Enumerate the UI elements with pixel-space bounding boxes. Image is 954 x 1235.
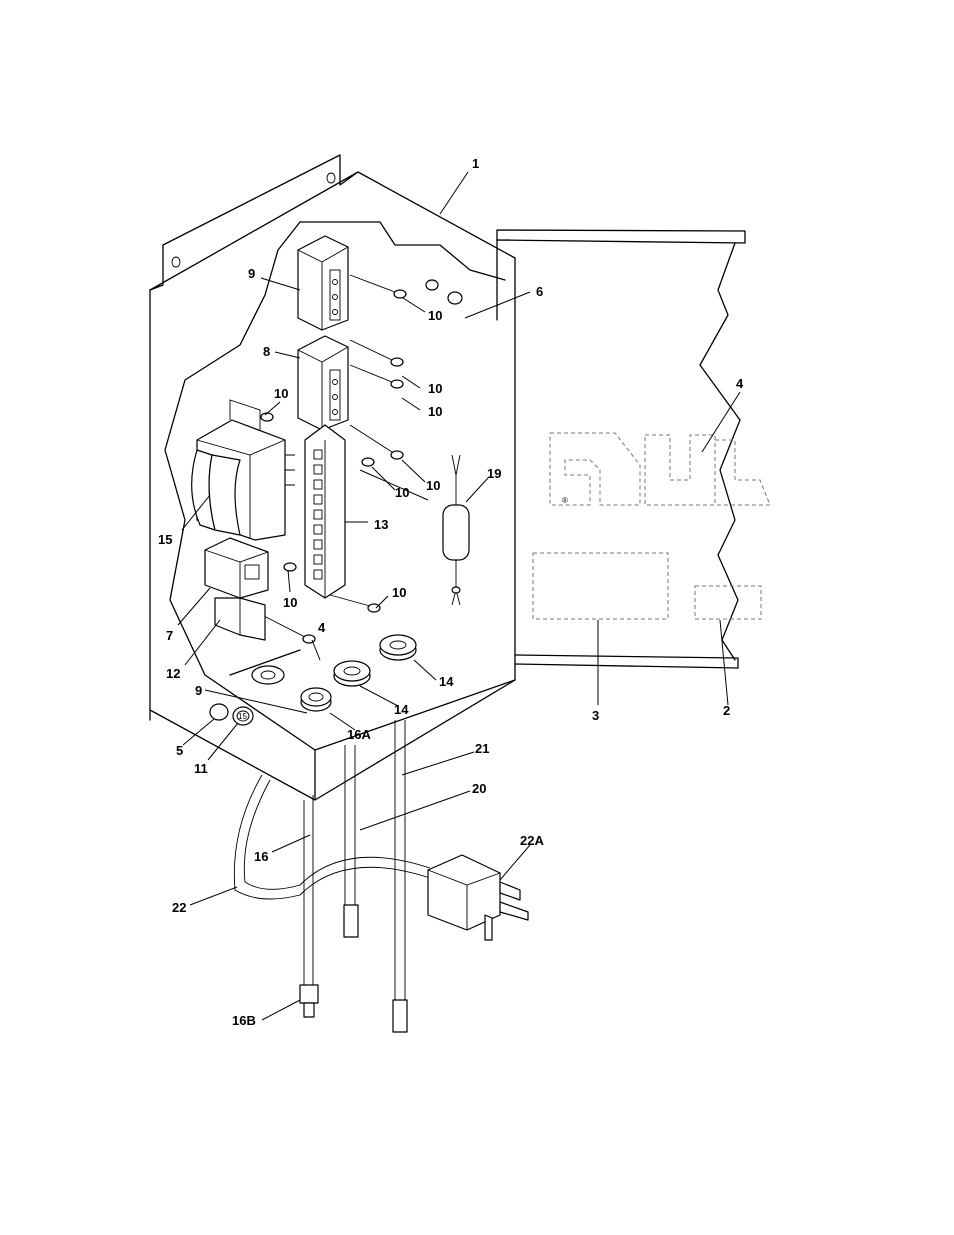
strain-relief-9-lower (251, 665, 285, 685)
callout-10-a: 10 (428, 308, 442, 323)
callout-10-b: 10 (428, 381, 442, 396)
callout-22: 22 (172, 900, 186, 915)
relay-8 (297, 335, 349, 431)
cable-22 (233, 774, 431, 900)
callout-5: 5 (176, 743, 183, 758)
relay-socket-7 (204, 537, 269, 599)
strain-relief-14-left (333, 660, 371, 687)
grommet-5 (209, 703, 229, 721)
callout-9-lower: 9 (195, 683, 202, 698)
callout-20: 20 (472, 781, 486, 796)
callout-10-d: 10 (274, 386, 288, 401)
callout-10-h: 10 (392, 585, 406, 600)
capacitor-19 (442, 454, 470, 606)
callout-10-g: 10 (283, 595, 297, 610)
callout-16: 16 (254, 849, 268, 864)
callout-22a: 22A (520, 833, 544, 848)
cable-21 (392, 720, 408, 1033)
logo-decal (549, 432, 771, 506)
decal-2 (694, 585, 762, 620)
cover-panel: ® (496, 229, 771, 669)
callout-7: 7 (166, 628, 173, 643)
strain-relief-14-right (379, 634, 417, 661)
callout-9-upper: 9 (248, 266, 255, 281)
cable-20 (343, 745, 359, 938)
box-housing (149, 154, 516, 801)
callout-15: 15 (158, 532, 172, 547)
indicator-marking: 15 (238, 712, 247, 721)
callout-19: 19 (487, 466, 501, 481)
decal-3 (532, 552, 669, 620)
callout-4-lower: 4 (318, 620, 326, 635)
plug-22a (427, 854, 529, 941)
screws (260, 274, 463, 644)
leader-lines (177, 171, 741, 1021)
indicator-11: 15 (232, 706, 254, 726)
callout-13: 13 (374, 517, 388, 532)
callout-12: 12 (166, 666, 180, 681)
callout-16a: 16A (347, 727, 371, 742)
transformer-15 (191, 399, 295, 541)
callout-1: 1 (472, 156, 479, 171)
callout-2: 2 (723, 703, 730, 718)
callout-14-left: 14 (394, 702, 409, 717)
callout-8: 8 (263, 344, 270, 359)
callout-21: 21 (475, 741, 489, 756)
callout-14-right: 14 (439, 674, 454, 689)
callout-11: 11 (194, 761, 208, 776)
terminal-strip-13 (304, 424, 346, 599)
relay-9 (297, 235, 349, 331)
cable-16 (299, 795, 319, 1018)
callout-6: 6 (536, 284, 543, 299)
registered-mark: ® (562, 496, 568, 505)
callout-labels: 1 2 3 4 4 5 6 7 8 9 9 10 10 10 10 10 10 … (158, 156, 744, 1028)
bracket-12 (214, 597, 266, 641)
callout-10-f: 10 (395, 485, 409, 500)
strain-relief-16a (300, 687, 332, 712)
callout-16b: 16B (232, 1013, 256, 1028)
callout-10-c: 10 (428, 404, 442, 419)
callout-10-e: 10 (426, 478, 440, 493)
callout-4-upper: 4 (736, 376, 744, 391)
callout-3: 3 (592, 708, 599, 723)
